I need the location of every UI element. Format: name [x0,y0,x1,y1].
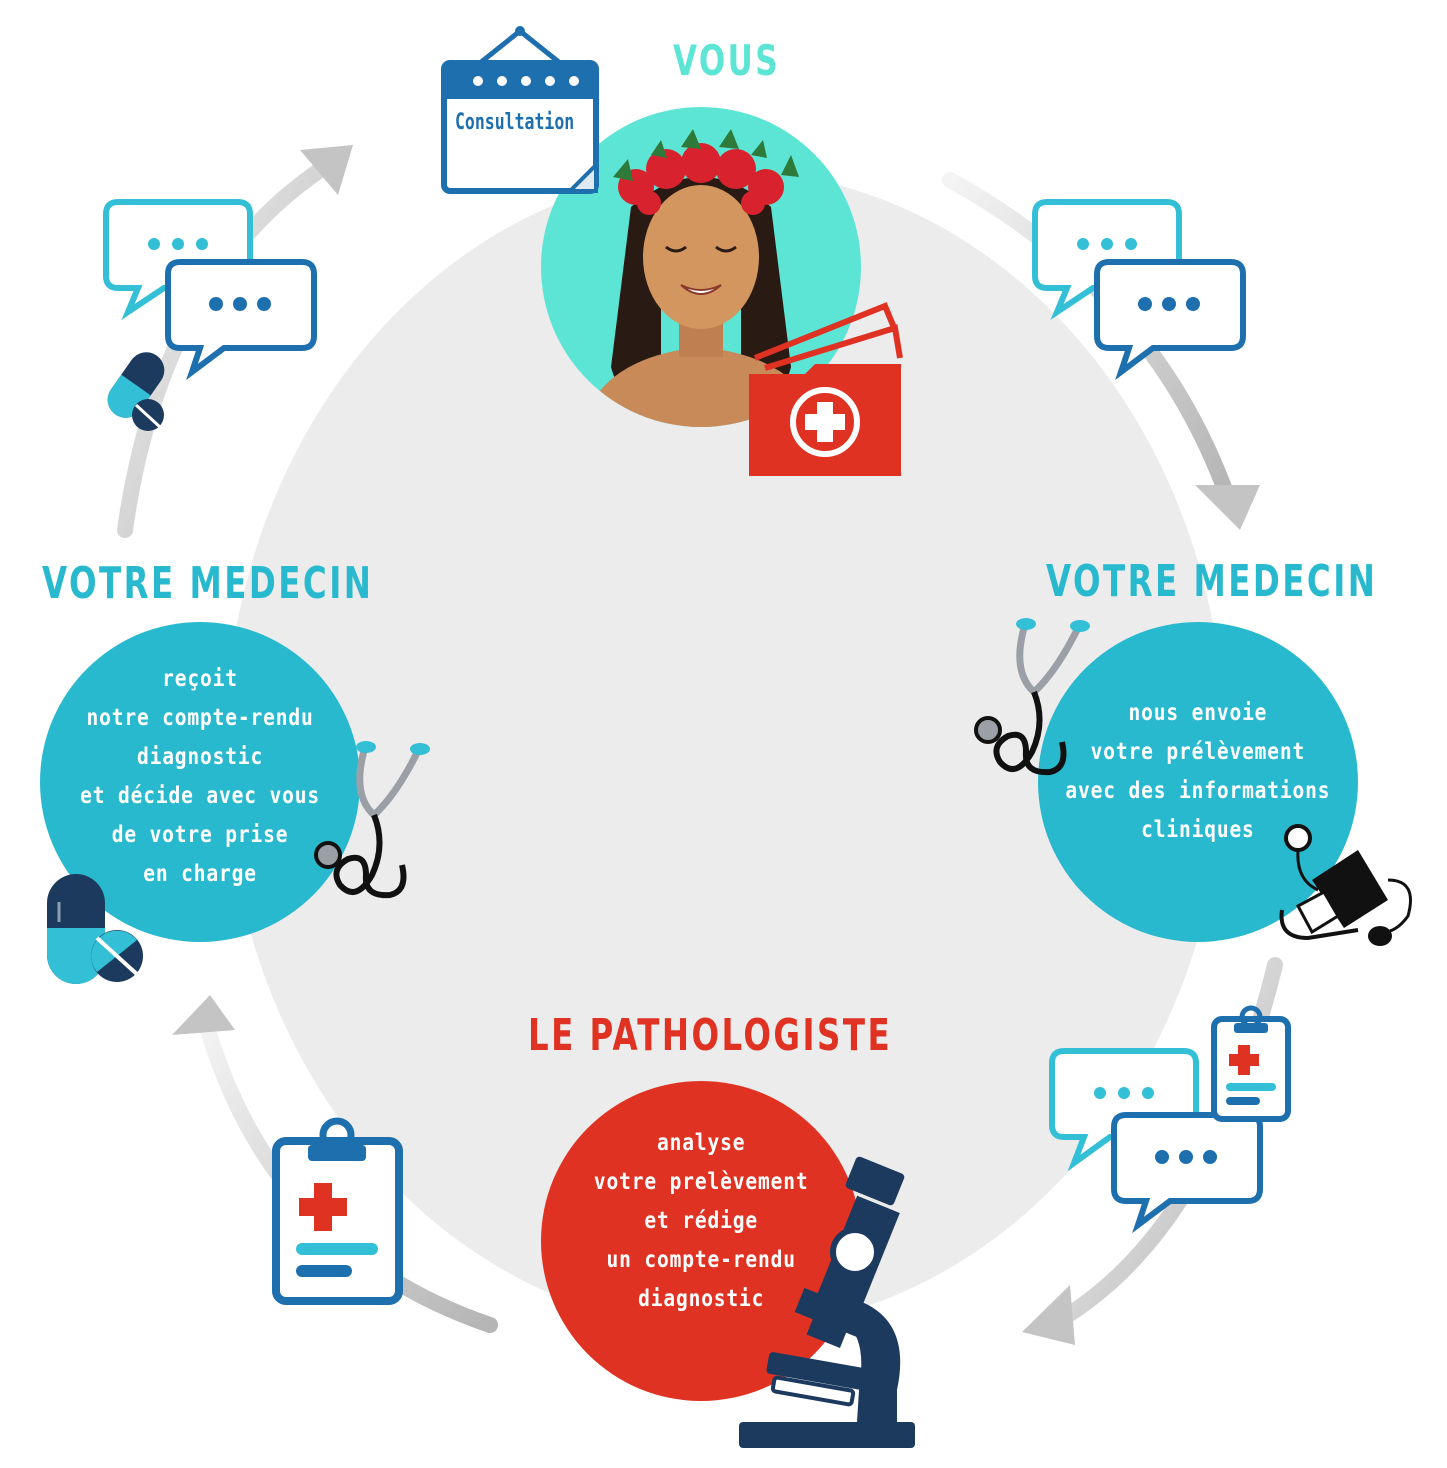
doctor-left-circle: reçoit notre compte-rendu diagnostic et … [40,622,360,942]
chat-bubbles-icon [103,199,317,381]
clipboard-icon [1211,1005,1291,1122]
chat-bubbles-icon [1032,199,1246,381]
doctor-right-title: VOTRE MEDECIN [1046,556,1378,607]
patient-title: VOUS [673,36,781,85]
clipboard-icon [272,1117,403,1305]
pill-capsule-icon [107,352,165,431]
microscope-icon [739,1156,915,1448]
calendar-icon [441,26,599,194]
pathologist-text: analyse votre prelèvement et rédige un c… [593,1129,809,1312]
doctor-right-text: nous envoie votre prélèvement avec des i… [1065,700,1331,843]
medical-folder-icon [749,302,903,476]
pathologist-title: LE PATHOLOGISTE [528,1010,893,1061]
pill-capsule-icon [47,874,143,984]
stethoscope-icon [314,741,430,899]
patient-avatar-icon [581,129,821,427]
calendar-label: Consultation [455,110,575,135]
doctor-right-circle: nous envoie votre prélèvement avec des i… [1038,622,1358,942]
stethoscope-icon [974,618,1090,776]
doctor-left-title: VOTRE MEDECIN [42,558,374,609]
doctor-left-text: reçoit notre compte-rendu diagnostic et … [80,666,320,887]
pathologist-circle: analyse votre prelèvement et rédige un c… [541,1081,861,1401]
blood-pressure-cuff-icon [1279,824,1412,946]
